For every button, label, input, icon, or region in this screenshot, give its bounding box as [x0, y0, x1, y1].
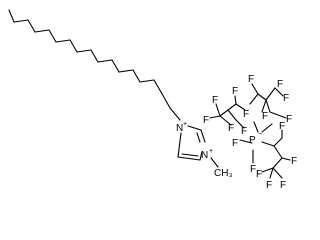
- fluorine-label: F: [232, 138, 238, 149]
- chain-bond: [8, 9, 15, 23]
- cf-bond: [265, 99, 271, 113]
- fluorine-labels: F F F F F F F F F F F F F F F F F F: [203, 74, 297, 191]
- cf-bond: [215, 103, 221, 117]
- cf-bond: [249, 93, 259, 105]
- cf-bond: [235, 103, 246, 111]
- chain-bond: [55, 39, 71, 43]
- chain-bond: [90, 49, 99, 63]
- chain-bond: [48, 29, 57, 43]
- chain-bond: [132, 69, 141, 83]
- p-bond: [261, 123, 273, 133]
- fluorine-label: F: [266, 180, 272, 191]
- chain-bond: [139, 79, 155, 83]
- cf-bond: [265, 87, 276, 101]
- atom-n2-charge: +: [209, 148, 213, 155]
- ring-bond: [177, 156, 201, 161]
- fap-anion: P −: [209, 83, 291, 179]
- atom-p-label: P: [249, 135, 256, 146]
- atom-n1: N +: [176, 121, 187, 134]
- ring-double-bond: [181, 153, 199, 157]
- cf-bond: [261, 99, 267, 113]
- methyl-label: CH₃: [214, 168, 233, 179]
- methyl-bond: [210, 157, 219, 168]
- cf-bond: [261, 167, 274, 173]
- fluorine-label: F: [283, 93, 289, 104]
- cf-bond: [209, 115, 221, 119]
- cf-bond: [234, 95, 237, 105]
- fluorine-label: F: [243, 109, 249, 120]
- cf-bond: [269, 111, 287, 119]
- fluorine-label: F: [256, 169, 262, 180]
- fluorine-label: F: [280, 180, 286, 191]
- atom-n1-label: N: [176, 123, 183, 134]
- fluorine-label: F: [228, 123, 234, 134]
- fluorine-label: F: [212, 95, 218, 106]
- cf-bond: [273, 137, 283, 147]
- cf-bond: [251, 83, 259, 95]
- cf-bond: [269, 167, 274, 179]
- fluorine-label: F: [286, 114, 292, 125]
- cf-bond: [257, 93, 267, 101]
- fluorine-label: F: [250, 164, 256, 175]
- alkyl-chain: [8, 9, 181, 121]
- chain-bond: [76, 49, 92, 53]
- ring-bond: [200, 129, 206, 143]
- fluorine-label: F: [248, 74, 254, 85]
- fluorine-label: F: [232, 86, 238, 97]
- cf-bond: [227, 109, 237, 121]
- chain-bond: [153, 79, 162, 93]
- ring-bond: [187, 125, 202, 131]
- chain-bond: [69, 39, 78, 53]
- cf-bond: [272, 167, 283, 179]
- cf-bond: [227, 103, 237, 111]
- cf-bond: [281, 157, 291, 161]
- fluorine-label: F: [262, 111, 268, 122]
- cf-bond: [274, 87, 284, 97]
- p-bond: [253, 121, 259, 133]
- ring-bond: [199, 151, 203, 161]
- chain-bond: [34, 29, 50, 33]
- atom-n2-label: N: [201, 150, 208, 161]
- p-bond: [261, 141, 275, 147]
- fluorine-label: F: [241, 126, 247, 137]
- atom-p-charge: −: [258, 131, 262, 138]
- atom-n2: N +: [201, 148, 213, 161]
- cf-bond: [272, 157, 283, 169]
- ring-bond: [177, 132, 182, 158]
- chain-bond: [13, 19, 29, 23]
- chain-bond: [111, 59, 120, 73]
- cf-bond: [219, 115, 232, 126]
- cf-bond: [273, 145, 283, 159]
- chain-bond: [97, 59, 113, 63]
- cf-bond: [219, 109, 229, 117]
- fluorine-label: F: [291, 156, 297, 167]
- imidazolium-ring: [177, 125, 219, 168]
- fluorine-label: F: [277, 79, 283, 90]
- chain-bond: [169, 107, 181, 121]
- chain-bond: [118, 69, 134, 73]
- cf-bond: [235, 119, 245, 129]
- chemical-structure-diagram: N + N +: [8, 9, 297, 191]
- ring-double-bond: [196, 132, 201, 143]
- chain-bond: [160, 91, 171, 109]
- chain-bond: [27, 19, 36, 33]
- fluorine-label: F: [203, 115, 209, 126]
- atom-n1-charge: +: [183, 121, 187, 128]
- fluorine-label: F: [279, 121, 285, 132]
- p-bond: [239, 139, 253, 144]
